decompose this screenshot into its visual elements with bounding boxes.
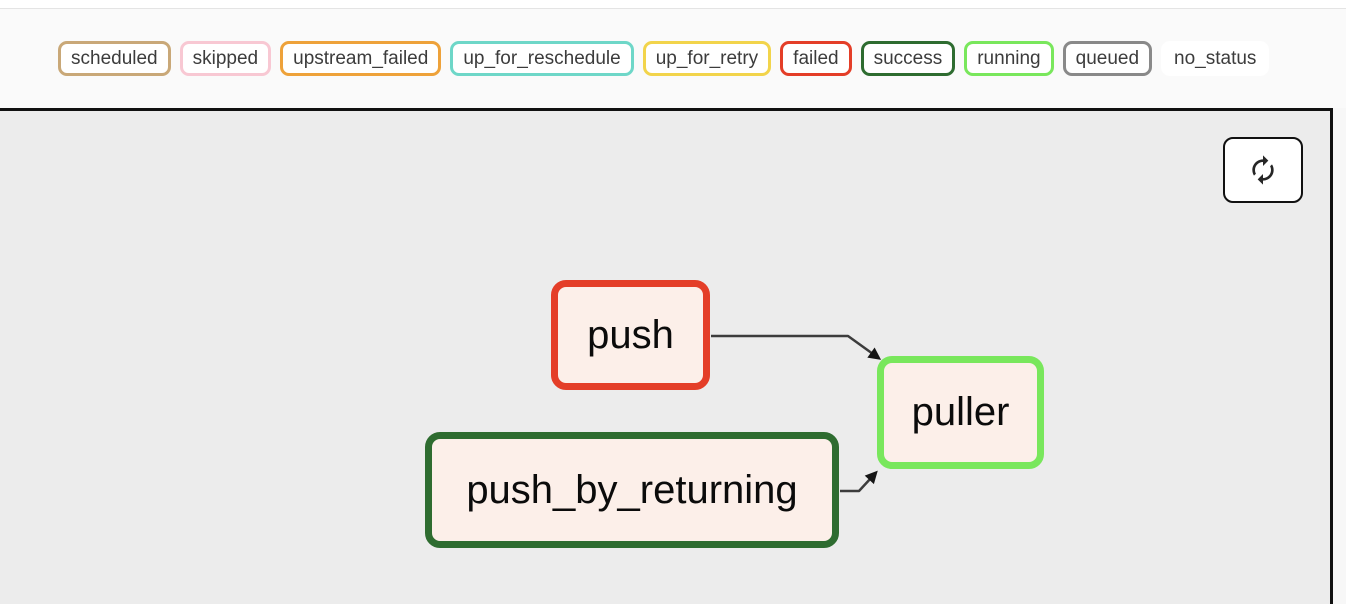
task-node-push_by_returning[interactable]: push_by_returning: [425, 432, 839, 548]
refresh-icon: [1252, 155, 1274, 185]
legend-badge-upstream_failed: upstream_failed: [280, 40, 442, 77]
edge-push-to-puller: [711, 334, 882, 360]
legend-badge-up_for_reschedule: up_for_reschedule: [450, 40, 634, 77]
refresh-button[interactable]: [1223, 137, 1303, 203]
task-node-puller[interactable]: puller: [877, 356, 1044, 469]
task-node-push[interactable]: push: [551, 280, 710, 390]
task-node-label: push: [587, 312, 674, 357]
dag-graph-canvas[interactable]: push puller push_by_returning: [0, 108, 1333, 604]
legend-badge-failed: failed: [780, 40, 852, 77]
navbar-bottom-strip: [0, 0, 1346, 9]
edge-push_by_returning-to-puller: [840, 470, 878, 493]
task-node-label: puller: [911, 390, 1010, 434]
legend-badge-skipped: skipped: [179, 40, 272, 77]
legend-badge-up_for_retry: up_for_retry: [642, 40, 772, 77]
legend-badge-running: running: [964, 40, 1054, 77]
legend-badge-success: success: [860, 40, 956, 77]
legend-badge-no_status: no_status: [1161, 40, 1270, 77]
task-node-label: push_by_returning: [466, 467, 798, 512]
legend-badge-scheduled: scheduled: [58, 40, 171, 77]
legend-badge-queued: queued: [1062, 40, 1153, 77]
